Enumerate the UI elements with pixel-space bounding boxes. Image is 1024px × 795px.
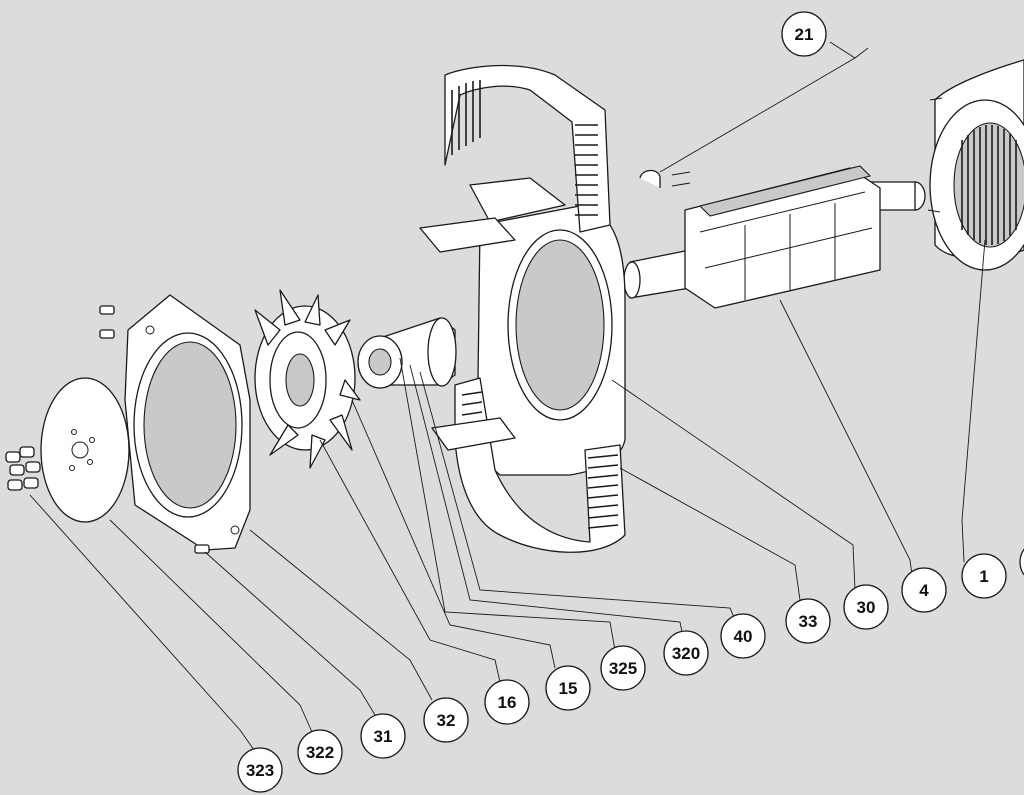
callout-p31: 31 xyxy=(360,713,406,759)
callout-label: 4 xyxy=(919,581,929,600)
callout-p21: 21 xyxy=(781,11,827,57)
callout-p33: 33 xyxy=(785,598,831,644)
callout-p323: 323 xyxy=(237,747,283,793)
callout-label: 320 xyxy=(672,644,700,663)
callout-p16: 16 xyxy=(484,679,530,725)
callout-label: 1 xyxy=(979,567,988,586)
coupling-hub xyxy=(357,317,457,389)
leader-lines xyxy=(29,41,986,751)
callout-p30: 30 xyxy=(843,584,889,630)
callout-label: 33 xyxy=(799,612,818,631)
callout-partial-edge xyxy=(1019,548,1024,576)
air-guide-cover xyxy=(431,64,626,553)
callout-p4: 4 xyxy=(901,567,947,613)
callout-label: 16 xyxy=(498,693,517,712)
adapter-flange xyxy=(124,294,251,551)
stator-housing xyxy=(927,59,1024,271)
callout-p322: 322 xyxy=(297,729,343,775)
callout-label: 15 xyxy=(559,679,578,698)
callout-p1: 1 xyxy=(961,553,1007,599)
callout-p325: 325 xyxy=(600,645,646,691)
callout-p40: 40 xyxy=(720,613,766,659)
callout-label: 31 xyxy=(374,727,393,746)
callout-label: 40 xyxy=(734,627,753,646)
cooling-fan xyxy=(254,289,361,469)
callout-p15: 15 xyxy=(545,665,591,711)
callout-label: 21 xyxy=(795,25,814,44)
callout-label: 325 xyxy=(609,659,637,678)
flex-plate xyxy=(40,377,130,523)
callout-label: 322 xyxy=(306,743,334,762)
end-bracket xyxy=(419,177,626,476)
callout-label: 32 xyxy=(437,711,456,730)
callout-p320: 320 xyxy=(663,630,709,676)
rotor-assembly xyxy=(623,165,926,309)
callout-label: 30 xyxy=(857,598,876,617)
callout-label: 323 xyxy=(246,761,274,780)
bolt-set xyxy=(5,305,210,554)
callout-p32: 32 xyxy=(423,697,469,743)
